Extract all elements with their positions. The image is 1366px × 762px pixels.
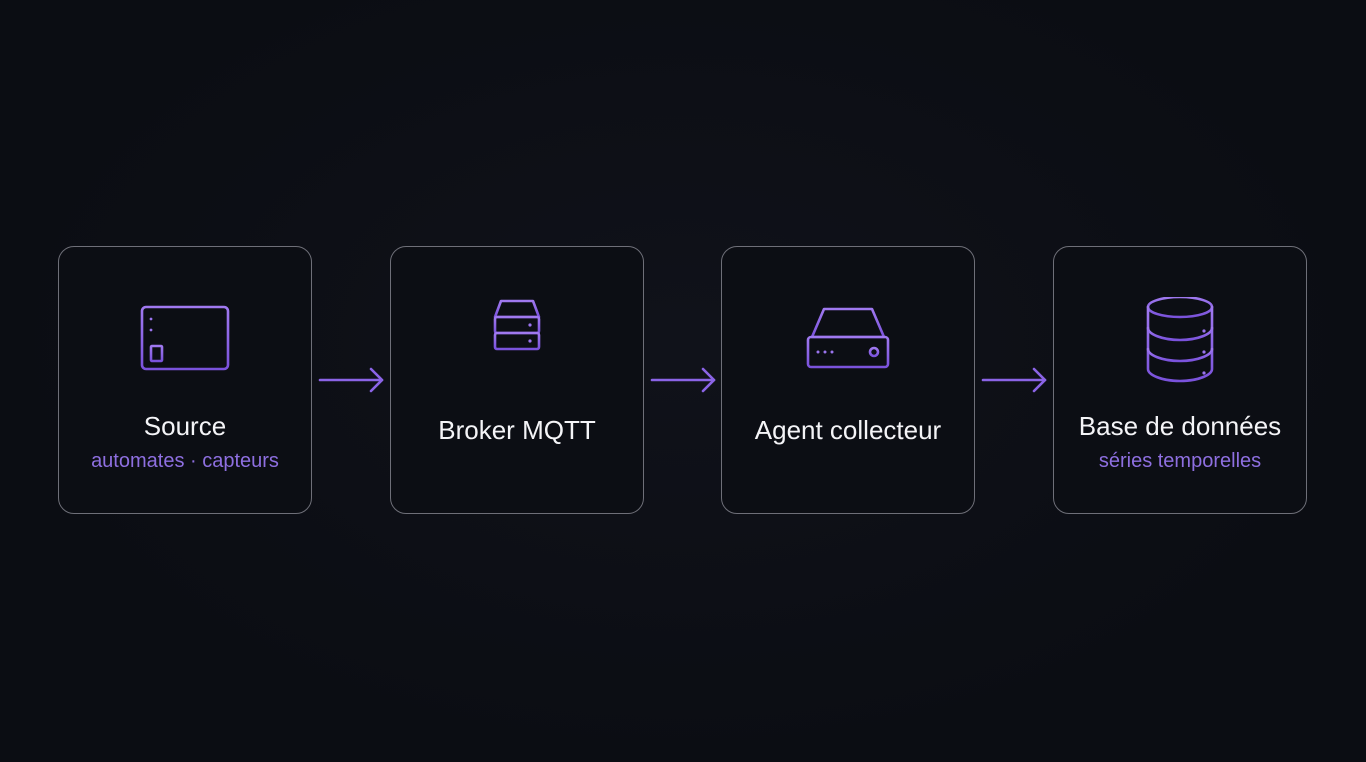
node-title: Broker MQTT bbox=[438, 415, 596, 445]
arrow-source-to-broker bbox=[316, 366, 386, 394]
arrow-agent-to-database bbox=[979, 366, 1049, 394]
node-subtitle: séries temporelles bbox=[1098, 450, 1262, 472]
server-network-icon bbox=[467, 297, 567, 387]
node-base-de-donnees: Base de données séries temporelles bbox=[1053, 246, 1307, 514]
node-source: Source automates · capteurs bbox=[58, 246, 312, 514]
node-agent-collecteur: Agent collecteur bbox=[721, 246, 975, 514]
device-box-icon bbox=[798, 297, 898, 387]
node-title: Agent collecteur bbox=[754, 415, 942, 445]
node-subtitle: automates · capteurs bbox=[91, 450, 279, 472]
plc-rack-icon bbox=[135, 297, 235, 387]
arrow-broker-to-agent bbox=[648, 366, 718, 394]
node-title: Base de données bbox=[1078, 411, 1282, 441]
node-title: Source bbox=[143, 411, 227, 441]
node-broker-mqtt: Broker MQTT bbox=[390, 246, 644, 514]
database-icon bbox=[1130, 297, 1230, 387]
